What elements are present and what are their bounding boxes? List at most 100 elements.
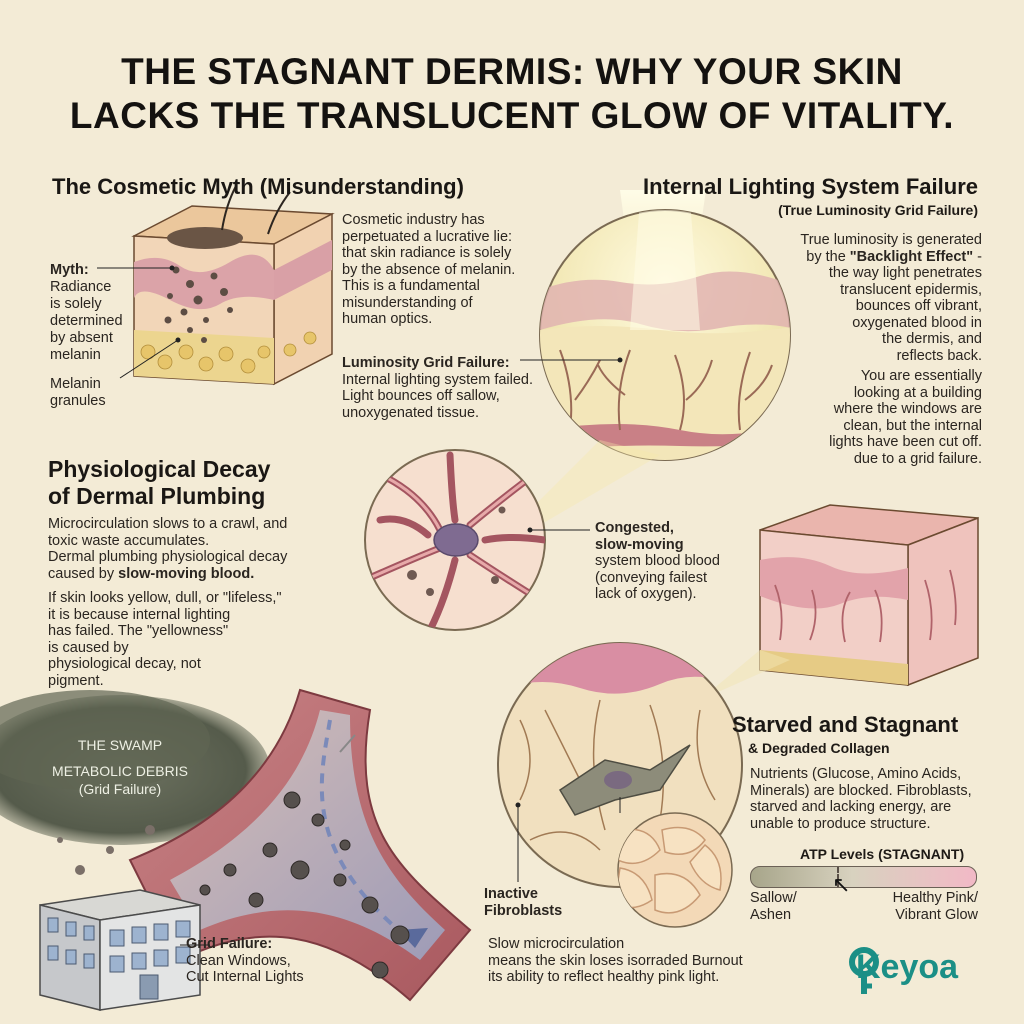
lighting-text-a-tail: -	[977, 248, 982, 265]
starved-text: Nutrients (Glucose, Amino Acids, Mineral…	[750, 766, 1010, 832]
grid-failure-note: Luminosity Grid Failure: Internal lighti…	[342, 355, 552, 421]
congested-plain-3: lack of oxygen).	[595, 586, 697, 602]
starved-heading: Starved and Stagnant	[732, 712, 959, 737]
myth-desc-5: This is a fundamental	[342, 278, 480, 294]
atp-gauge	[750, 866, 977, 888]
lighting-text: True luminosity is generated by the "Bac…	[760, 232, 982, 467]
congested-plain-2: (conveying failest	[595, 569, 708, 586]
decay-text: Microcirculation slows to a crawl, and t…	[48, 516, 348, 689]
fibroblast-label-2: Fibroblasts	[484, 902, 563, 919]
cursor-arrow-icon: ↖	[832, 872, 851, 897]
myth-text-1: Radiance	[50, 279, 112, 295]
bottom-text-2: means the skin loses isorraded Burnout	[488, 952, 743, 969]
decay-heading-2: of Dermal Plumbing	[48, 483, 266, 509]
lighting-subheading: (True Luminosity Grid Failure)	[778, 202, 978, 218]
lighting-text-b4: oxygenated blood in	[852, 314, 982, 331]
myth-label-block: Myth: Radiance is solely determined by a…	[50, 262, 140, 364]
myth-text-4: by absent	[50, 330, 113, 346]
granules-label-1: Melanin	[50, 376, 101, 392]
decay-p3-6: pigment.	[48, 672, 104, 689]
decay-p3-1: If skin looks yellow, dull, or "lifeless…	[48, 590, 282, 606]
decay-heading: Physiological Decay of Dermal Plumbing	[48, 456, 270, 510]
blood-vessel	[57, 688, 472, 1002]
lighting-text-a1: True luminosity is generated	[800, 232, 982, 248]
swamp-line-1: THE SWAMP	[77, 737, 163, 753]
decay-p3-3: has failed. The "yellowness"	[48, 623, 229, 639]
congested-bold-1: Congested,	[595, 520, 674, 536]
right-skin-block	[700, 504, 979, 700]
lighting-text-c2: looking at a building	[853, 384, 982, 401]
myth-text-3: determined	[50, 313, 123, 329]
myth-skin-block	[97, 185, 335, 386]
title-line-1: THE STAGNANT DERMIS: WHY YOUR SKIN	[121, 51, 903, 92]
lighting-text-c6: due to a grid failure.	[853, 450, 982, 467]
title-line-2: LACKS THE TRANSLUCENT GLOW OF VITALITY.	[69, 95, 955, 136]
swamp-label: THE SWAMP METABOLIC DEBRIS (Grid Failure…	[0, 736, 240, 798]
decay-p3-2: it is because internal lighting	[48, 606, 231, 623]
atp-right-label: Healthy Pink/ Vibrant Glow	[860, 890, 978, 923]
granules-label: Melanin granules	[50, 376, 106, 410]
decay-p3-4: is caused by	[48, 639, 129, 656]
fibroblast-label: Inactive Fibroblasts	[484, 886, 562, 919]
myth-desc-1: Cosmetic industry has	[342, 212, 485, 228]
myth-desc-7: human optics.	[342, 311, 433, 327]
starved-text-2: Minerals) are blocked. Fibroblasts,	[750, 782, 972, 799]
myth-desc-4: by the absence of melanin.	[342, 261, 516, 278]
congested-cell-circle	[364, 449, 590, 631]
lighting-text-b3: bounces off vibrant,	[855, 298, 982, 314]
brand-logo: Keyoa	[842, 940, 1012, 1000]
atp-left-1: Sallow/	[750, 890, 797, 906]
grid-failure-text-1: Internal lighting system failed.	[342, 371, 534, 388]
granules-label-2: granules	[50, 393, 106, 409]
swamp-line-2: METABOLIC DEBRIS	[52, 763, 188, 779]
bottom-text: Slow microcirculation means the skin los…	[488, 936, 788, 986]
logo-text: Keyoa	[856, 948, 959, 986]
starved-text-4: unable to produce structure.	[750, 815, 931, 832]
atp-level-marker	[837, 867, 839, 887]
myth-desc-2: perpetuated a lucrative lie:	[342, 228, 513, 245]
atp-right-2: Vibrant Glow	[895, 906, 978, 923]
decay-heading-1: Physiological Decay	[48, 456, 271, 482]
page-title: THE STAGNANT DERMIS: WHY YOUR SKIN LACKS…	[0, 50, 1024, 138]
myth-heading: The Cosmetic Myth (Misunderstanding)	[52, 174, 464, 199]
lighting-text-b6: reflects back.	[896, 347, 982, 364]
decay-p1-1: Microcirculation slows to a crawl, and	[48, 516, 288, 532]
backlight-effect: "Backlight Effect"	[849, 248, 974, 265]
lighting-text-c4: clean, but the internal	[843, 417, 982, 434]
bottom-text-1: Slow microcirculation	[488, 936, 625, 952]
lighting-text-b2: translucent epidermis,	[840, 281, 982, 298]
grid-failure-text-3: unoxygenated tissue.	[342, 404, 480, 421]
decay-p2-bold: slow-moving blood.	[118, 565, 255, 582]
myth-text-2: is solely	[50, 296, 102, 312]
swamp-cloud	[0, 690, 270, 845]
building-label: Grid Failure: Clean Windows, Cut Interna…	[186, 936, 356, 986]
grid-failure-text-2: Light bounces off sallow,	[342, 388, 500, 404]
lighting-text-c1: You are essentially	[860, 368, 982, 384]
bottom-text-3: its ability to reflect healthy pink ligh…	[488, 969, 720, 985]
decay-p2: Dermal plumbing physiological decay	[48, 549, 288, 565]
starved-subheading: & Degraded Collagen	[748, 740, 890, 756]
lighting-text-c5: lights have been cut off.	[829, 434, 982, 450]
congested-plain-1: system blood blood	[595, 553, 720, 569]
lighting-heading: Internal Lighting System Failure	[643, 174, 978, 199]
swamp-line-3: (Grid Failure)	[78, 781, 162, 797]
starved-text-1: Nutrients (Glucose, Amino Acids,	[750, 766, 962, 782]
congested-bold-2: slow-moving	[595, 536, 684, 553]
lighting-text-c3: where the windows are	[833, 401, 982, 417]
building-illustration	[39, 889, 210, 1011]
building-label-1: Clean Windows,	[186, 952, 291, 969]
building-label-2: Cut Internal Lights	[186, 969, 304, 985]
fibroblast-label-1: Inactive	[484, 886, 538, 902]
myth-label: Myth:	[50, 262, 89, 278]
decay-p1-2: toxic waste accumulates.	[48, 532, 210, 549]
grid-failure-label: Luminosity Grid Failure:	[342, 355, 510, 371]
atp-left-label: Sallow/ Ashen	[750, 890, 797, 923]
decay-p2-tail: caused by	[48, 565, 115, 582]
congested-label: Congested, slow-moving system blood bloo…	[595, 520, 755, 603]
fibroblast-circle	[497, 642, 743, 928]
key-icon	[849, 947, 879, 994]
lighting-text-b1: the way light penetrates	[828, 265, 982, 281]
myth-desc-6: misunderstanding of	[342, 294, 473, 311]
atp-left-2: Ashen	[750, 906, 792, 923]
